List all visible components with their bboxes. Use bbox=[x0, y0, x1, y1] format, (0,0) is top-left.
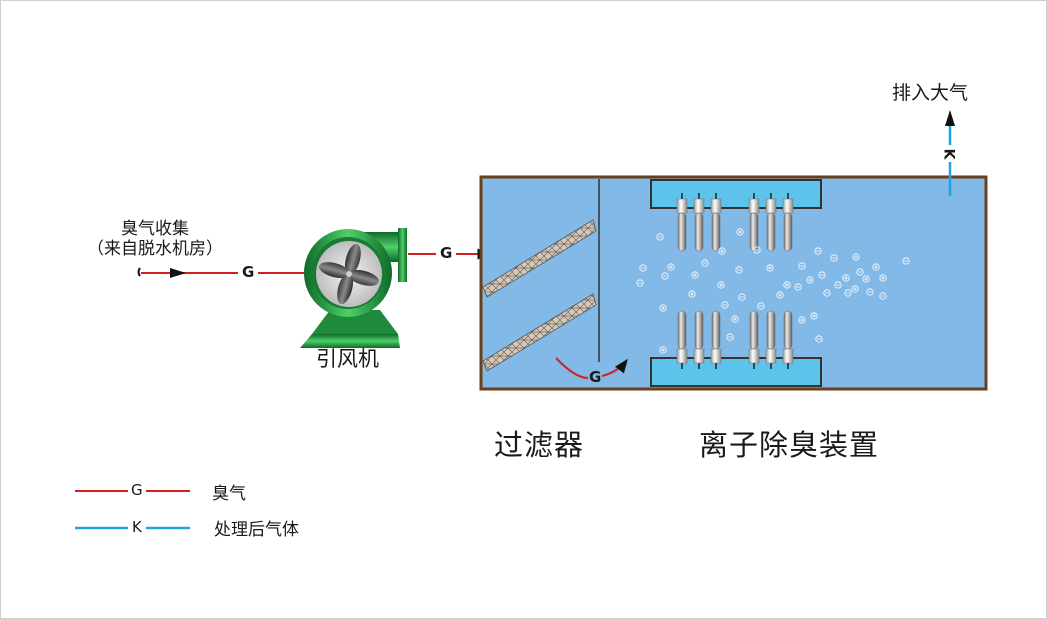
negative-ion-icon bbox=[844, 289, 852, 297]
induced-draft-fan bbox=[300, 228, 407, 348]
negative-ion-icon bbox=[814, 247, 822, 255]
negative-ion-icon bbox=[636, 279, 644, 287]
positive-ion-icon bbox=[718, 247, 726, 255]
filter-flow-marker: G bbox=[589, 368, 602, 386]
outlet-arrow-icon bbox=[945, 110, 955, 126]
positive-ion-icon bbox=[659, 346, 667, 354]
inlet-odor-line bbox=[137, 267, 310, 278]
ion-tube bbox=[765, 310, 777, 369]
positive-ion-icon bbox=[659, 304, 667, 312]
positive-ion-icon bbox=[766, 264, 774, 272]
legend-marker-odor: G bbox=[131, 481, 143, 499]
ion-tube bbox=[765, 193, 777, 252]
negative-ion-icon bbox=[639, 264, 647, 272]
positive-ion-icon bbox=[842, 274, 850, 282]
ion-unit-label: 离子除臭装置 bbox=[699, 428, 880, 462]
flow-arrow-icon bbox=[170, 268, 186, 278]
positive-ion-icon bbox=[872, 263, 880, 271]
ion-tubes bbox=[676, 193, 794, 369]
negative-ion-icon bbox=[902, 257, 910, 265]
fan-outlet-flow-marker: G bbox=[440, 244, 453, 262]
ion-tube bbox=[710, 310, 722, 369]
negative-ion-icon bbox=[726, 333, 734, 341]
filter-flow-arrow bbox=[555, 357, 628, 379]
negative-ion-icon bbox=[879, 292, 887, 300]
negative-ion-icon bbox=[721, 301, 729, 309]
ion-tube bbox=[782, 193, 794, 252]
positive-ion-icon bbox=[851, 285, 859, 293]
negative-ion-icon bbox=[798, 262, 806, 270]
inlet-label-line1: 臭气收集 bbox=[121, 219, 189, 239]
negative-ion-icon bbox=[830, 254, 838, 262]
filter-mesh bbox=[482, 219, 597, 372]
positive-ion-icon bbox=[798, 316, 806, 324]
negative-ion-icon bbox=[753, 246, 761, 254]
positive-ion-icon bbox=[783, 281, 791, 289]
positive-ion-icon bbox=[776, 291, 784, 299]
ion-tube bbox=[693, 310, 705, 369]
positive-ion-icon bbox=[879, 274, 887, 282]
negative-ion-icon bbox=[738, 293, 746, 301]
negative-ion-icon bbox=[815, 335, 823, 343]
negative-ion-icon bbox=[735, 266, 743, 274]
negative-ion-icon bbox=[866, 288, 874, 296]
ion-tube bbox=[676, 193, 688, 252]
positive-ion-icon bbox=[731, 315, 739, 323]
legend-label-odor: 臭气 bbox=[212, 484, 246, 504]
fan-blade-icon bbox=[318, 243, 380, 305]
positive-ion-icon bbox=[717, 281, 725, 289]
negative-ion-icon bbox=[823, 289, 831, 297]
positive-ion-icon bbox=[688, 290, 696, 298]
negative-ion-icon bbox=[818, 271, 826, 279]
lower-electrode-plate bbox=[650, 357, 822, 387]
inlet-label-line2: （来自脱水机房） bbox=[87, 239, 223, 259]
ion-tube bbox=[676, 310, 688, 369]
outlet-flow-marker: K bbox=[940, 148, 957, 160]
ion-tube bbox=[710, 193, 722, 252]
ion-tube bbox=[782, 310, 794, 369]
positive-ion-icon bbox=[810, 312, 818, 320]
outlet-treated-line bbox=[945, 110, 955, 196]
ion-tube bbox=[748, 310, 760, 369]
positive-ion-icon bbox=[806, 276, 814, 284]
ion-particles bbox=[636, 228, 910, 354]
fan-label: 引风机 bbox=[316, 347, 379, 371]
negative-ion-icon bbox=[701, 259, 709, 267]
treatment-tank bbox=[479, 175, 988, 391]
positive-ion-icon bbox=[667, 263, 675, 271]
positive-ion-icon bbox=[736, 228, 744, 236]
legend-lines bbox=[75, 490, 190, 530]
negative-ion-icon bbox=[757, 302, 765, 310]
upper-electrode-plate bbox=[650, 179, 822, 209]
negative-ion-icon bbox=[794, 283, 802, 291]
positive-ion-icon bbox=[862, 275, 870, 283]
pipe-break-icon bbox=[137, 267, 141, 277]
outlet-label: 排入大气 bbox=[892, 82, 969, 104]
legend-label-treated: 处理后气体 bbox=[214, 520, 299, 540]
filter-label: 过滤器 bbox=[494, 428, 585, 462]
ion-tube bbox=[693, 193, 705, 252]
legend-marker-treated: K bbox=[132, 518, 142, 536]
positive-ion-icon bbox=[852, 253, 860, 261]
negative-ion-icon bbox=[656, 233, 664, 241]
ion-tube bbox=[748, 193, 760, 252]
negative-ion-icon bbox=[856, 268, 864, 276]
negative-ion-icon bbox=[661, 272, 669, 280]
inlet-label: 臭气收集 （来自脱水机房） bbox=[70, 219, 240, 259]
inlet-flow-marker: G bbox=[242, 263, 255, 281]
positive-ion-icon bbox=[691, 271, 699, 279]
negative-ion-icon bbox=[834, 281, 842, 289]
